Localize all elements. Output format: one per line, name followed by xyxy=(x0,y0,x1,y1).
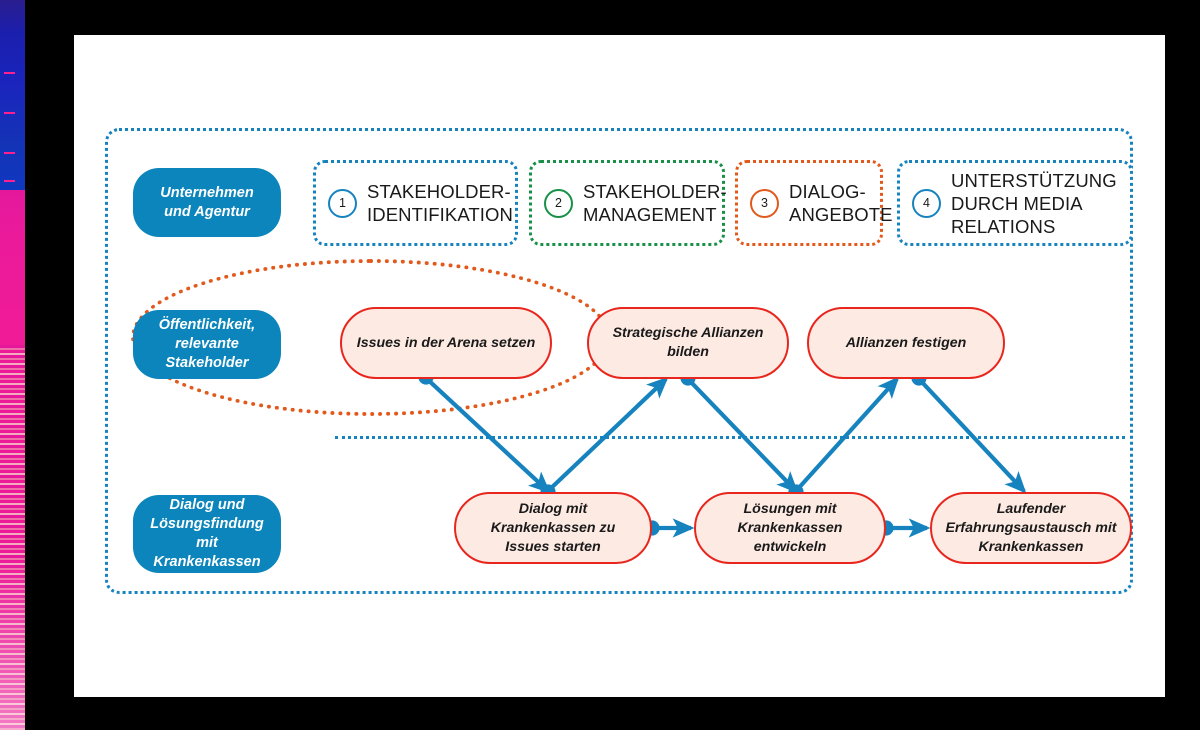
swimlane-label-text: Dialog und Lösungsfindung mit Krankenkas… xyxy=(150,497,264,570)
decorative-edge-strip xyxy=(0,0,25,730)
activity-node-label: Allianzen festigen xyxy=(845,334,967,351)
activity-node-issues-in-der-arena[interactable]: Issues in der Arena setzen xyxy=(340,307,552,379)
connector-loesungen-to-allianzen-festigen xyxy=(794,376,900,493)
phase-box-dialog-angebote[interactable]: 3 DIALOG-ANGEBOTE xyxy=(735,160,893,246)
connector-layer xyxy=(418,369,1027,538)
edge-tick xyxy=(4,152,15,154)
swimlane-label-dialog[interactable]: Dialog und Lösungsfindung mit Krankenkas… xyxy=(133,495,281,573)
activity-node-laufender-erfahrungsaustausch[interactable]: Laufender Erfahrungsaustausch mit Kranke… xyxy=(930,492,1132,564)
connector-allianzen-bilden-to-loesungen xyxy=(686,377,799,494)
swimlane-label-text: Unternehmen und Agentur xyxy=(160,184,254,220)
connector-issues-to-dialog xyxy=(424,376,551,494)
phase-label: UNTERSTÜTZUNG DURCH MEDIA RELATIONS xyxy=(951,169,1117,237)
phase-box-media-relations[interactable]: 4 UNTERSTÜTZUNG DURCH MEDIA RELATIONS xyxy=(897,160,1133,246)
swimlane-label-text: Öffentlichkeit, relevante Stakeholder xyxy=(158,317,256,371)
edge-tick xyxy=(4,112,15,114)
phase-number-badge: 1 xyxy=(328,188,357,218)
activity-node-label: Lösungen mit Krankenkassen entwickeln xyxy=(737,500,843,555)
connector-dialog-to-allianzen-bilden xyxy=(546,376,669,493)
slide-canvas: Unternehmen und Agentur Öffentlichkeit, … xyxy=(74,35,1165,697)
activity-node-label: Laufender Erfahrungsaustausch mit Kranke… xyxy=(945,500,1117,555)
edge-magenta-band xyxy=(0,190,25,345)
activity-node-dialog-mit-krankenkassen[interactable]: Dialog mit Krankenkassen zu Issues start… xyxy=(454,492,652,564)
phase-label: DIALOG-ANGEBOTE xyxy=(789,181,893,225)
connector-allianzen-festigen-to-erfahrung xyxy=(917,377,1027,494)
edge-tick xyxy=(4,180,15,182)
phase-label: STAKEHOLDER-MANAGEMENT xyxy=(583,181,727,225)
activity-node-label: Dialog mit Krankenkassen zu Issues start… xyxy=(490,500,616,555)
activity-node-label: Issues in der Arena setzen xyxy=(356,334,536,351)
phase-number-badge: 3 xyxy=(750,188,779,218)
phase-label: STAKEHOLDER-IDENTIFIKATION xyxy=(367,181,513,225)
edge-tick xyxy=(4,72,15,74)
edge-blue-band xyxy=(0,0,25,190)
swimlane-label-unternehmen[interactable]: Unternehmen und Agentur xyxy=(133,168,281,237)
activity-node-strategische-allianzen-bilden[interactable]: Strategische Allianzen bilden xyxy=(587,307,789,379)
swimlane-label-oeffentlichkeit[interactable]: Öffentlichkeit, relevante Stakeholder xyxy=(133,310,281,379)
edge-striped-band xyxy=(0,345,25,730)
activity-node-loesungen-entwickeln[interactable]: Lösungen mit Krankenkassen entwickeln xyxy=(694,492,886,564)
phase-number-badge: 2 xyxy=(544,188,573,218)
swimlane-divider xyxy=(335,436,1125,439)
activity-node-allianzen-festigen[interactable]: Allianzen festigen xyxy=(807,307,1005,379)
phase-box-stakeholder-management[interactable]: 2 STAKEHOLDER-MANAGEMENT xyxy=(529,160,727,246)
activity-node-label: Strategische Allianzen bilden xyxy=(612,325,764,360)
phase-number-badge: 4 xyxy=(912,188,941,218)
process-container-outline xyxy=(105,128,1133,594)
phase-box-stakeholder-identifikation[interactable]: 1 STAKEHOLDER-IDENTIFIKATION xyxy=(313,160,518,246)
